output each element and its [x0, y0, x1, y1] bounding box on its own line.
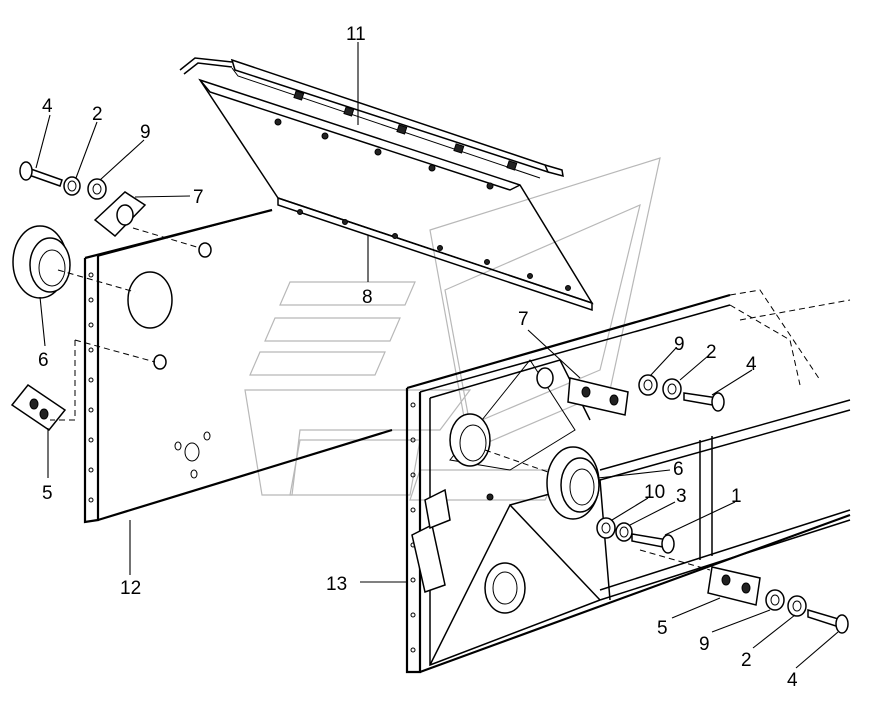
part-2-nut-top-left	[63, 176, 81, 196]
part-3-nut	[615, 522, 633, 542]
part-4-bolt-right	[683, 392, 725, 412]
part-4-bolt-top-left	[19, 161, 63, 187]
callout-9-top-left: 9	[140, 122, 151, 143]
callout-4-bottom: 4	[787, 670, 798, 691]
callout-2-top-left: 2	[92, 104, 103, 125]
callout-labels: 11 4 2 9 7 8 6 5 12 7 9 2 4 6 10 3 1 13 …	[38, 24, 798, 691]
callout-6-left: 6	[38, 350, 49, 371]
callout-5-left: 5	[42, 483, 53, 504]
part-9-washer-right	[638, 374, 658, 396]
callout-1: 1	[731, 486, 742, 507]
callout-2-right: 2	[706, 342, 717, 363]
part-12-left-panel	[83, 208, 393, 524]
callout-11: 11	[346, 24, 366, 45]
callout-9-bottom: 9	[699, 634, 710, 655]
part-5-plate-right	[707, 566, 761, 606]
part-7-bracket-right	[567, 377, 629, 416]
callout-6-right: 6	[673, 459, 684, 480]
callout-4-right: 4	[746, 354, 757, 375]
part-6-flange-right	[484, 446, 600, 520]
part-6-flange-left	[12, 225, 136, 299]
callout-5-right: 5	[657, 618, 668, 639]
part-9-washer-top-left	[87, 178, 107, 200]
callout-12: 12	[120, 578, 141, 599]
callout-7-right: 7	[518, 309, 529, 330]
part-1-bolt	[631, 533, 711, 571]
callout-10: 10	[644, 482, 665, 503]
part-7-bracket-left	[93, 191, 201, 249]
part-11-rod	[179, 57, 564, 179]
part-5-plate-left	[10, 339, 156, 432]
part-10-washer	[596, 517, 616, 539]
callout-13: 13	[326, 574, 347, 595]
part-13-right-frame	[405, 289, 851, 674]
leader-lines	[35, 42, 839, 669]
part-4-bolt-bottom	[807, 608, 849, 634]
callout-7-left: 7	[193, 187, 204, 208]
callout-8: 8	[362, 287, 373, 308]
callout-3: 3	[676, 486, 687, 507]
part-8-plate	[198, 78, 594, 312]
callout-4-top-left: 4	[42, 96, 53, 117]
part-9-washer-bottom	[765, 589, 785, 611]
callout-9-right: 9	[674, 334, 685, 355]
callout-2-bottom: 2	[741, 650, 752, 671]
part-2-nut-bottom	[787, 595, 807, 617]
part-2-nut-right	[662, 378, 682, 400]
